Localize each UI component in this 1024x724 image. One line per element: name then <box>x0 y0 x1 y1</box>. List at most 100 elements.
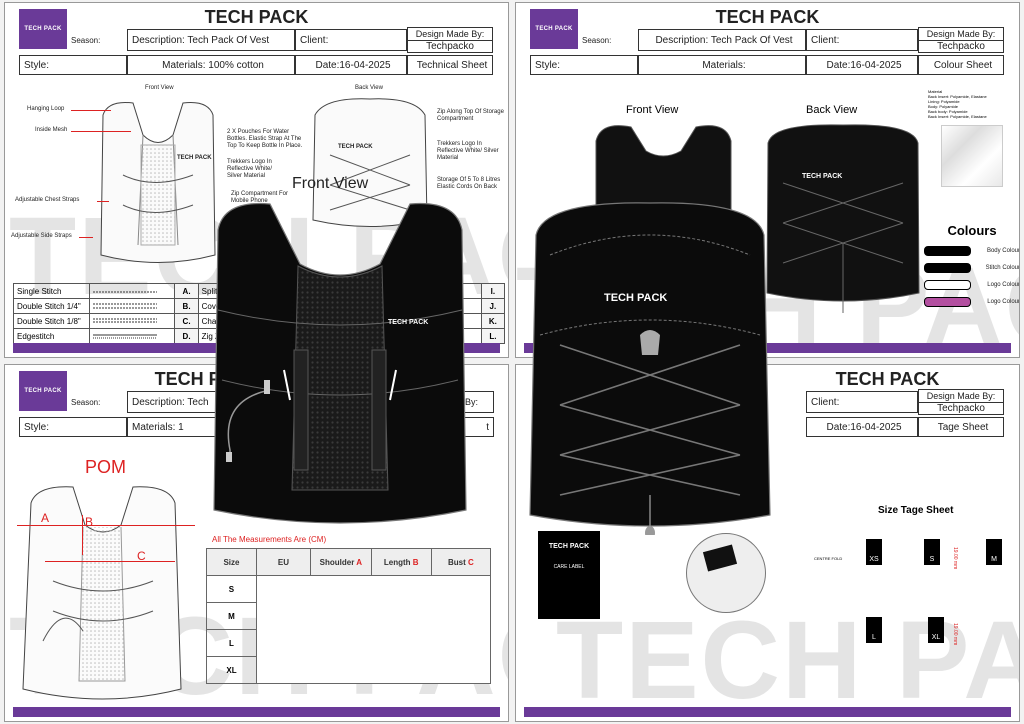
back-view-label: Back View <box>806 104 858 116</box>
callout-pouches: 2 X Pouches For Water Bottles. Elastic S… <box>227 129 303 149</box>
designer-box: Design Made By: Techpacko <box>918 389 1004 415</box>
tag-dim-mm: 19.00 mm <box>952 547 958 570</box>
front-view-label: Front View <box>145 85 174 91</box>
front-vest-drawing <box>100 102 216 263</box>
back-view-label: Back View <box>355 85 383 91</box>
client-field: Client: <box>295 29 407 51</box>
fabric-swatch-image <box>941 125 1003 187</box>
techpack-logo: TECH PACK <box>530 9 578 49</box>
swatch-row: Logo Colour <box>924 293 1019 310</box>
size-tag-title: Size Tage Sheet <box>878 505 954 516</box>
swatch-row: Logo Colour <box>924 276 1019 293</box>
swatch-body <box>924 245 971 256</box>
overlay-back-vest <box>529 202 771 535</box>
leader-line <box>79 237 93 238</box>
leader-line <box>71 131 131 132</box>
page-title: TECH PACK <box>715 7 820 27</box>
pom-sheet: TECH PACK TECH PACK TECH PACK Season: De… <box>4 364 509 722</box>
designer-box: Design Made By: Techpacko <box>918 27 1004 53</box>
swatch-logo-purple <box>924 296 971 307</box>
techpack-logo: TECH PACK <box>19 371 67 411</box>
size-tag-xl: XL <box>928 617 944 643</box>
style-field: Style: <box>19 55 127 75</box>
back-logo: TECH PACK <box>338 144 373 150</box>
style-field: Style: <box>19 417 127 437</box>
footer-bar <box>524 707 1011 717</box>
table-row: XL <box>206 656 491 684</box>
footer-bar <box>524 343 1011 353</box>
size-tag-s: S <box>924 539 940 565</box>
table-row: L <box>206 629 491 657</box>
design-made-by-label: Design Made By: <box>919 29 1003 41</box>
dim-line-c <box>45 561 175 562</box>
leader-line <box>71 110 111 111</box>
designer-name: Techpacko <box>426 40 474 52</box>
table-row: S <box>206 575 492 684</box>
measurement-note: All The Measurements Are (CM) <box>212 535 327 544</box>
callout-chest-straps: Adjustable Chest Straps <box>15 197 80 203</box>
swatch-stitch <box>924 262 971 273</box>
client-field: Client: <box>806 29 918 51</box>
page-title: TECH PACK <box>835 369 940 389</box>
care-label-tag: TECH PACK CARE LABEL <box>538 531 600 619</box>
callout-storage: Storage Of 5 To 8 Litres Elastic Cords O… <box>437 177 501 190</box>
swatch-row: Body Colour <box>924 242 1019 259</box>
dim-line-a <box>17 525 195 526</box>
date-field: Date:16-04-2025 <box>806 417 918 437</box>
size-tag-l: L <box>866 617 882 643</box>
size-tag-m: M <box>986 539 1002 565</box>
callout-zip-phone: Zip Compartment For Mobile Phone <box>231 191 289 204</box>
style-field: Style: <box>530 55 638 75</box>
callout-logo-front: Trekkers Logo In Reflective White/ Silve… <box>227 159 273 179</box>
colour-back-logo: TECH PACK <box>802 173 843 180</box>
sheet-type: Tage Sheet <box>918 417 1004 437</box>
swatch-row: Stitch Colour <box>924 259 1019 276</box>
back-vest-drawing <box>312 98 428 227</box>
detail-photo-circle <box>686 533 766 613</box>
dim-line-b <box>82 515 83 555</box>
page-title: TECH PACK <box>204 7 309 27</box>
dim-label-b: B <box>85 515 94 529</box>
designer-box: Design Made By: Techpacko <box>407 27 493 53</box>
techpack-logo: TECH PACK <box>19 9 67 49</box>
sheet-type: Technical Sheet <box>407 55 493 75</box>
table-header: Size EU Shoulder A Length B Bust C <box>206 548 492 576</box>
size-tag-xs: XS <box>866 539 882 565</box>
designer-name: Techpacko <box>937 40 985 52</box>
pom-vest-drawing <box>22 486 182 700</box>
dim-label-a: A <box>41 511 50 525</box>
front-logo: TECH PACK <box>177 155 212 161</box>
colour-back-vest <box>766 124 920 313</box>
tag-dim-mm: 19.00 mm <box>952 623 958 646</box>
swatch-logo-white <box>924 279 971 290</box>
designer-name: Techpacko <box>937 402 985 414</box>
callout-inside-mesh: Inside Mesh <box>35 127 68 133</box>
leader-line <box>97 201 109 202</box>
overlay-back-logo: TECH PACK <box>604 292 668 304</box>
materials-field: Materials: <box>638 55 806 75</box>
client-field: Client: <box>806 391 918 413</box>
description-field: Description: Tech Pack Of Vest <box>127 29 295 51</box>
callout-zip-top: Zip Along Top Of Storage Compartment <box>437 109 504 122</box>
zipper-puller-image <box>702 544 738 572</box>
materials-field: Materials: 100% cotton <box>127 55 295 75</box>
design-made-by-label: Design Made By: <box>919 391 1003 403</box>
date-field: Date:16-04-2025 <box>806 55 918 75</box>
footer-bar <box>13 707 500 717</box>
callout-side-straps: Adjustable Side Straps <box>11 233 72 239</box>
dim-label-c: C <box>137 549 146 563</box>
overlay-front-view-label: Front View <box>292 175 369 192</box>
front-view-label: Front View <box>626 104 679 116</box>
design-made-by-label: Design Made By: <box>408 29 492 41</box>
season-label: Season: <box>67 29 127 51</box>
overlay-front-vest <box>213 202 467 524</box>
colours-title: Colours <box>947 223 997 238</box>
colours-legend: Colours Body Colour Stitch Colour Logo C… <box>924 223 1019 310</box>
callout-hanging-loop: Hanging Loop <box>27 106 65 112</box>
centre-fold-label: CENTRE FOLD <box>814 556 843 561</box>
season-label: Season: <box>67 391 127 413</box>
season-label: Season: <box>578 29 638 51</box>
material-notes: Material Back Insert: Polyamide, Elastan… <box>928 89 987 119</box>
overlay-front-logo: TECH PACK <box>388 319 429 326</box>
date-field: Date:16-04-2025 <box>295 55 407 75</box>
